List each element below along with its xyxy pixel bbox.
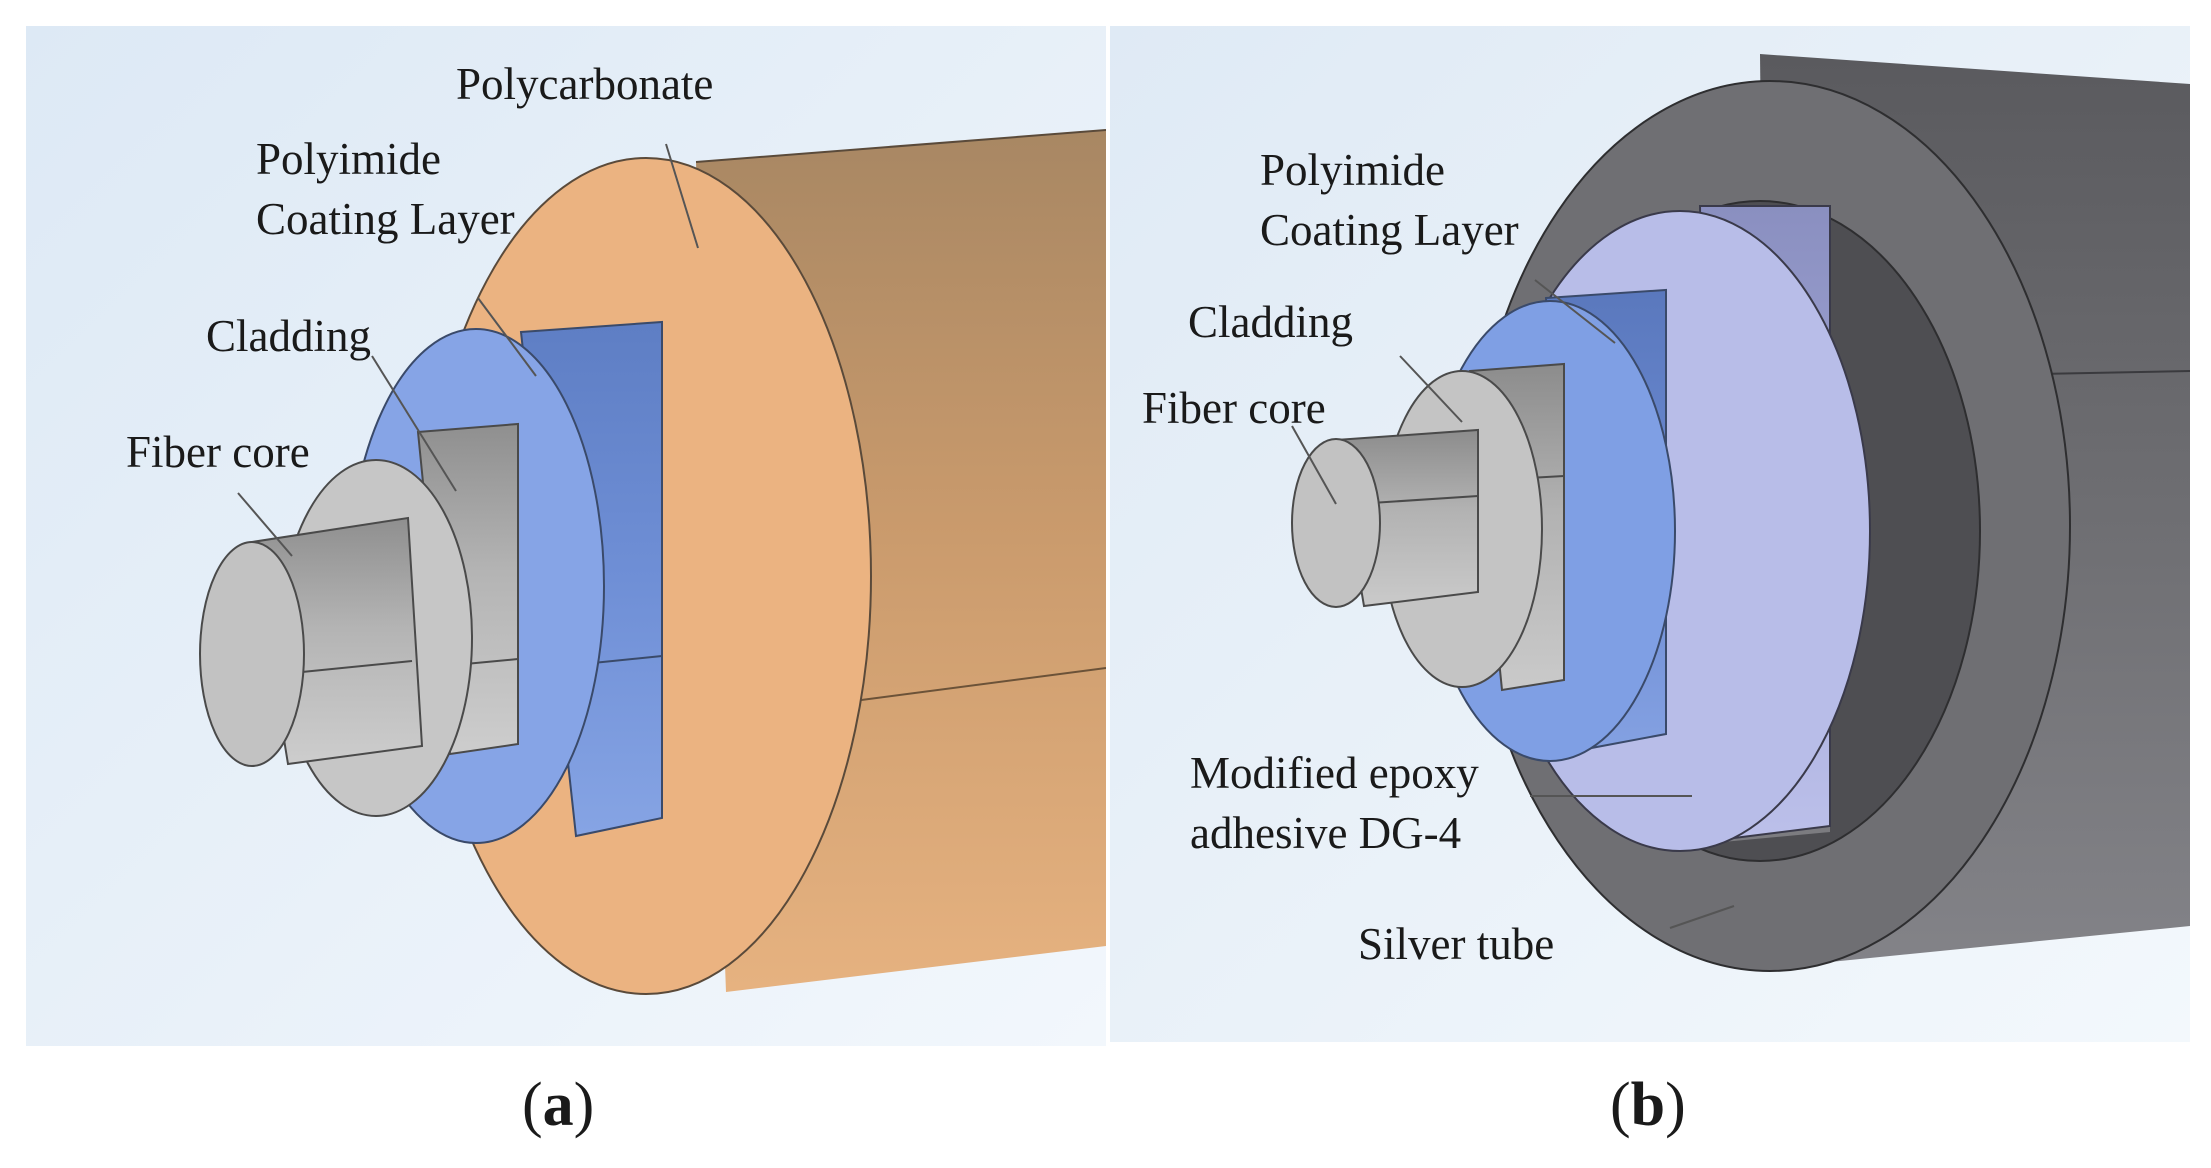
label-silver-tube: Silver tube [1358,919,1555,969]
caption-letter-b: b [1630,1071,1666,1139]
caption-b: (b) [1610,1071,1686,1139]
fiber-model-b [1110,26,2190,1042]
caption-letter-a: a [542,1071,574,1139]
label-fiber-core: Fiber core [126,427,310,477]
panel-a: Polycarbonate Polyimide Coating Layer Cl… [26,26,1106,1046]
caption-a: (a) [522,1071,595,1139]
fiber-core [199,516,424,767]
label-cladding: Cladding [1188,297,1353,347]
label-polyimide-line2: Coating Layer [256,194,515,244]
label-polyimide-line1: Polyimide [256,134,442,184]
leader-lines-a [237,143,699,557]
label-epoxy-line1: Modified epoxy [1190,748,1479,798]
label-polycarbonate: Polycarbonate [456,59,714,109]
label-epoxy-line2: adhesive DG-4 [1190,808,1462,858]
label-fiber-core: Fiber core [1142,383,1326,433]
label-polyimide-line2: Coating Layer [1260,205,1519,255]
label-cladding: Cladding [206,311,371,361]
label-polyimide-line1: Polyimide [1260,145,1446,195]
fiber-core [1291,428,1479,608]
fiber-model-a [26,26,1106,1046]
panel-b: Polyimide Coating Layer Cladding Fiber c… [1110,26,2190,1042]
leader-lines-b [1291,279,1735,929]
